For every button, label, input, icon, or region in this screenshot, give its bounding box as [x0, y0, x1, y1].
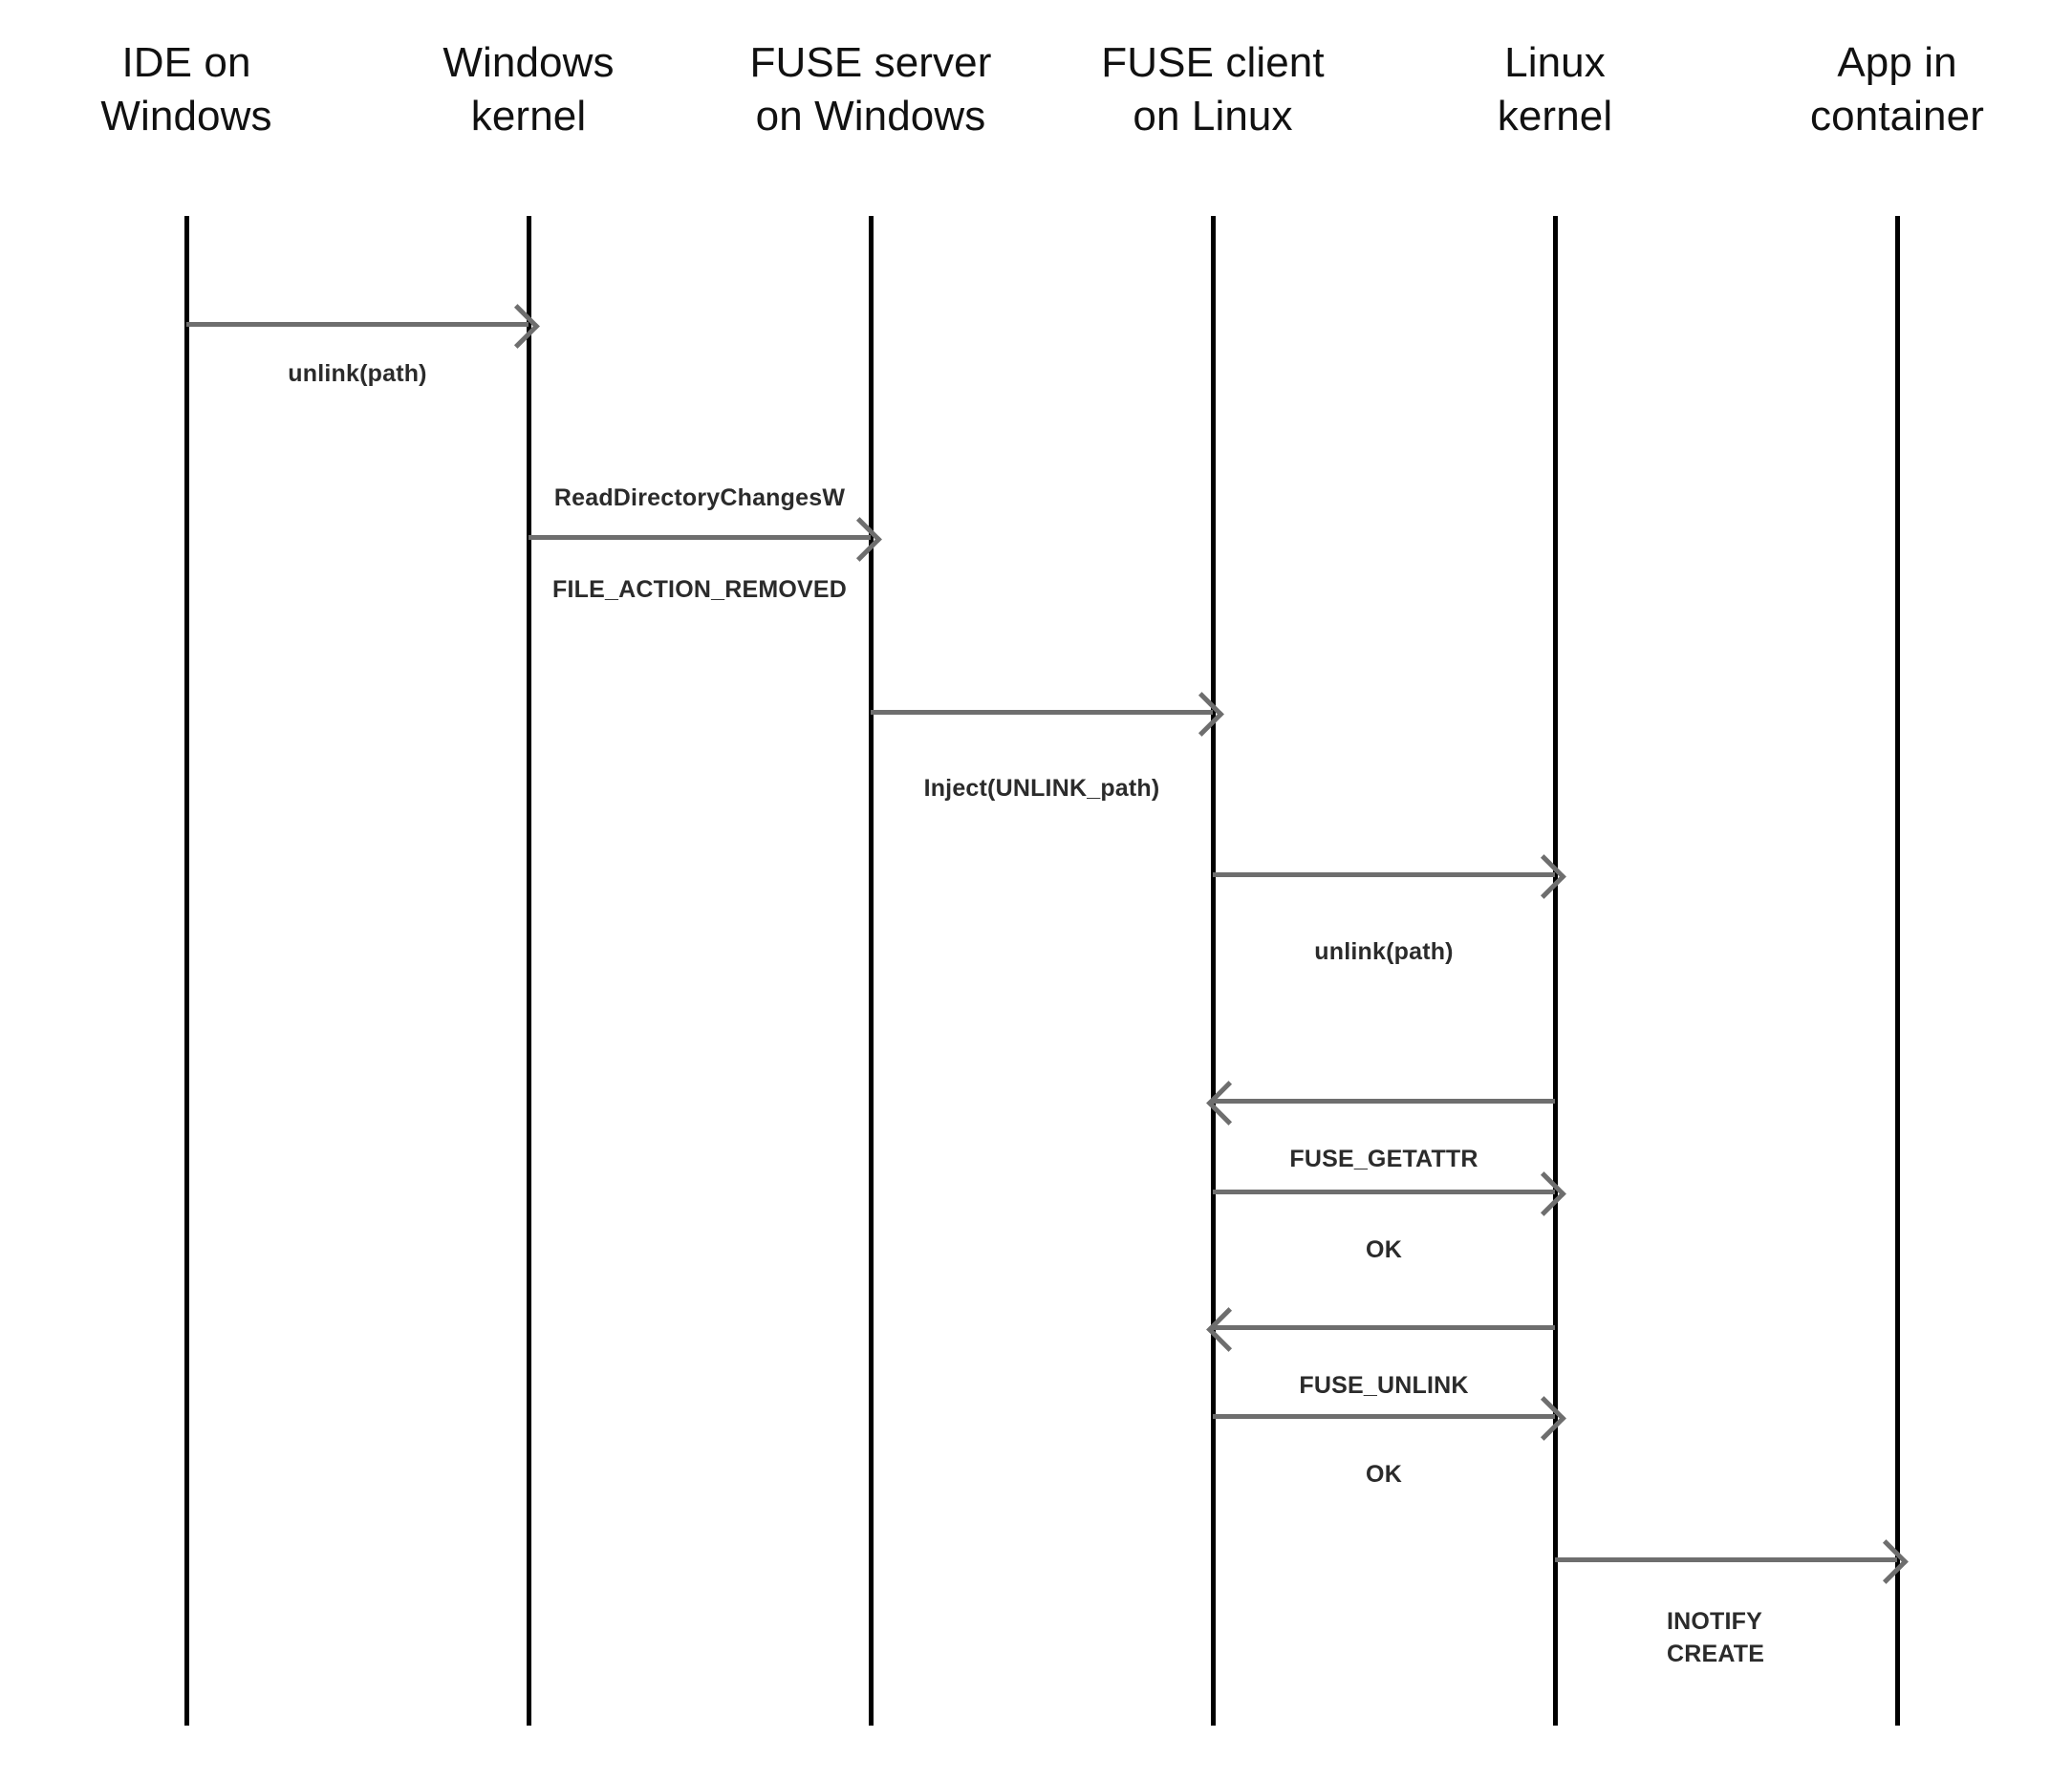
message-label-readdirectorychangesw: ReadDirectoryChangesW: [553, 484, 846, 511]
arrowhead-right-icon: [1522, 1171, 1566, 1216]
participant-header-fuse-server: FUSE server on Windows: [749, 39, 992, 140]
lifeline-fuse-client: [1211, 216, 1216, 1726]
message-label-inject-unlink-path: Inject(UNLINK_path): [923, 775, 1160, 802]
participant-header-app-container: App in container: [1810, 39, 1984, 140]
message-arrow-fuse-unlink: [1213, 1325, 1555, 1330]
message-arrow-unlink-path-fuse-client: [1213, 872, 1555, 877]
message-label-file-action-removed: FILE_ACTION_REMOVED: [552, 576, 847, 603]
arrowhead-right-icon: [495, 304, 540, 349]
message-label-fuse-getattr: FUSE_GETATTR: [1289, 1146, 1478, 1172]
message-arrow-fuse-getattr: [1213, 1099, 1555, 1104]
message-label-ok-unlink: OK: [1366, 1461, 1402, 1488]
lifeline-linux-kernel: [1553, 216, 1558, 1726]
message-arrow-inotify-create: [1555, 1557, 1897, 1562]
participant-header-linux-kernel: Linux kernel: [1497, 39, 1613, 140]
message-label-unlink-path-fuse-client: unlink(path): [1314, 938, 1454, 965]
message-label-ok-getattr: OK: [1366, 1236, 1402, 1263]
arrowhead-right-icon: [1522, 854, 1566, 899]
lifeline-fuse-server: [869, 216, 874, 1726]
message-arrow-ok-getattr: [1213, 1190, 1555, 1194]
message-arrow-ok-unlink: [1213, 1414, 1555, 1419]
arrowhead-right-icon: [1522, 1396, 1566, 1441]
message-arrow-readdirectorychangesw: [529, 535, 871, 540]
lifeline-windows-kernel: [527, 216, 531, 1726]
lifeline-app-container: [1895, 216, 1900, 1726]
participant-header-windows-kernel: Windows kernel: [442, 39, 615, 140]
message-label-fuse-unlink: FUSE_UNLINK: [1299, 1372, 1469, 1399]
lifeline-ide: [184, 216, 189, 1726]
participant-header-fuse-client: FUSE client on Linux: [1101, 39, 1325, 140]
message-arrow-unlink-path-ide: [186, 322, 529, 327]
arrowhead-right-icon: [837, 517, 882, 562]
arrowhead-right-icon: [1864, 1539, 1909, 1584]
arrowhead-right-icon: [1179, 692, 1224, 737]
message-label-inotify-create: INOTIFY CREATE: [1667, 1608, 1765, 1667]
message-label-unlink-path-ide: unlink(path): [288, 360, 427, 387]
message-arrow-inject-unlink-path: [871, 710, 1213, 715]
participant-header-ide: IDE on Windows: [100, 39, 272, 140]
